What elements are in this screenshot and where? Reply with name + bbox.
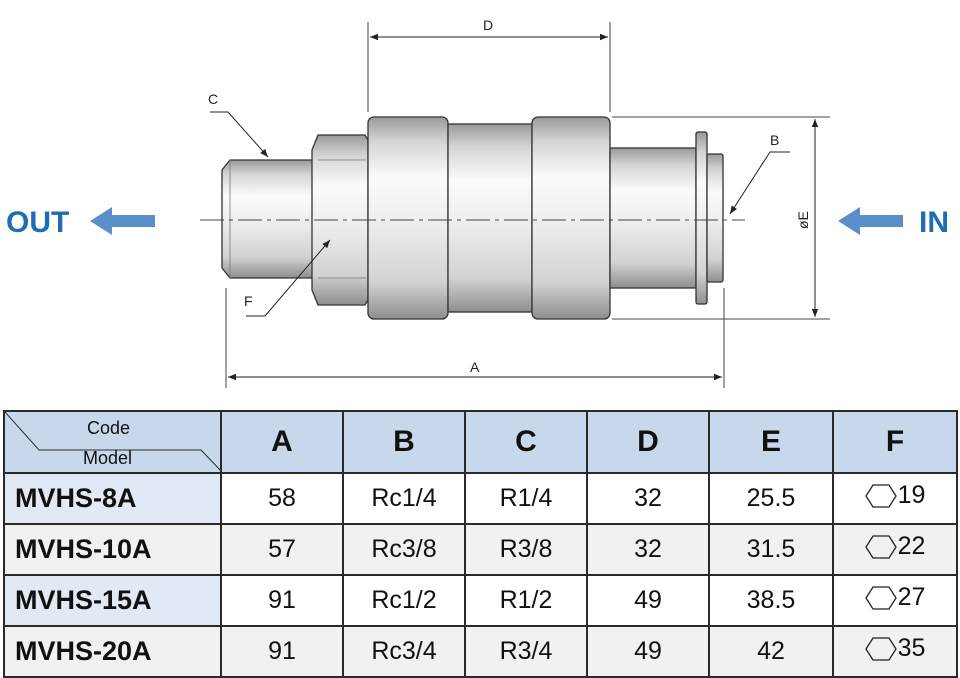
flow-out-arrow-icon (90, 207, 155, 235)
cell-c: R1/4 (464, 472, 588, 525)
cell-d: 49 (586, 625, 710, 678)
leader-b-label: B (770, 132, 779, 148)
model-cell: MVHS-15A (3, 574, 222, 627)
cell-c: R1/2 (464, 574, 588, 627)
cell-d: 32 (586, 523, 710, 576)
column-header-d: D (586, 410, 710, 474)
cell-b: Rc3/8 (342, 523, 466, 576)
cell-a: 58 (220, 472, 344, 525)
dimension-d-label: D (483, 17, 493, 33)
model-cell: MVHS-20A (3, 625, 222, 678)
cell-f: 27 (832, 574, 958, 627)
column-header-b: B (342, 410, 466, 474)
cell-b: Rc3/4 (342, 625, 466, 678)
table-row: MVHS-8A 58 Rc1/4 R1/4 32 25.5 19 (3, 472, 958, 525)
cell-a: 57 (220, 523, 344, 576)
cell-f: 35 (832, 625, 958, 678)
leader-f-label: F (244, 293, 253, 309)
leader-f (246, 239, 331, 317)
leader-c (210, 111, 269, 158)
cell-f: 19 (832, 472, 958, 525)
coupling-dimension-drawing: D A øE C B F OUT IN (6, 17, 949, 388)
leader-c-label: C (208, 91, 218, 107)
flow-in-label: IN (919, 206, 949, 239)
model-cell: MVHS-8A (3, 472, 222, 525)
cell-f: 22 (832, 523, 958, 576)
cell-e: 42 (708, 625, 834, 678)
corner-header-cell: Code Model (3, 410, 222, 474)
cell-a: 91 (220, 574, 344, 627)
column-header-c: C (464, 410, 588, 474)
column-header-f: F (832, 410, 958, 474)
cell-b: Rc1/4 (342, 472, 466, 525)
hex-icon (864, 484, 897, 508)
corner-model-label: Model (83, 448, 133, 468)
cell-e: 25.5 (708, 472, 834, 525)
cell-c: R3/4 (464, 625, 588, 678)
cell-d: 32 (586, 472, 710, 525)
column-header-a: A (220, 410, 344, 474)
dimension-e-label: øE (795, 211, 811, 229)
table-row: MVHS-10A 57 Rc3/8 R3/8 32 31.5 22 (3, 523, 958, 576)
hex-icon (864, 586, 897, 610)
dimension-a-label: A (470, 359, 480, 375)
table-row: MVHS-15A 91 Rc1/2 R1/2 49 38.5 27 (3, 574, 958, 627)
hex-icon (864, 535, 897, 559)
model-cell: MVHS-10A (3, 523, 222, 576)
leader-b (729, 151, 790, 215)
cell-f-value: 22 (897, 532, 926, 561)
flow-out-label: OUT (6, 206, 69, 239)
corner-divider (5, 412, 222, 472)
coupling-body (221, 116, 724, 320)
cell-e: 31.5 (708, 523, 834, 576)
flow-in-arrow-icon (838, 207, 903, 235)
cell-c: R3/8 (464, 523, 588, 576)
cell-b: Rc1/2 (342, 574, 466, 627)
cell-e: 38.5 (708, 574, 834, 627)
specification-table: Code Model A B C D E F MVHS-8A 58 Rc1/4 … (3, 410, 958, 678)
extension-lines (225, 22, 830, 388)
table-row: MVHS-20A 91 Rc3/4 R3/4 49 42 35 (3, 625, 958, 678)
cell-d: 49 (586, 574, 710, 627)
cell-f-value: 35 (897, 634, 926, 663)
column-header-e: E (708, 410, 834, 474)
cell-a: 91 (220, 625, 344, 678)
hex-icon (864, 637, 897, 661)
table-header-row: Code Model A B C D E F (3, 410, 958, 474)
cell-f-value: 27 (897, 583, 926, 612)
cell-f-value: 19 (897, 481, 926, 510)
corner-code-label: Code (87, 418, 131, 438)
